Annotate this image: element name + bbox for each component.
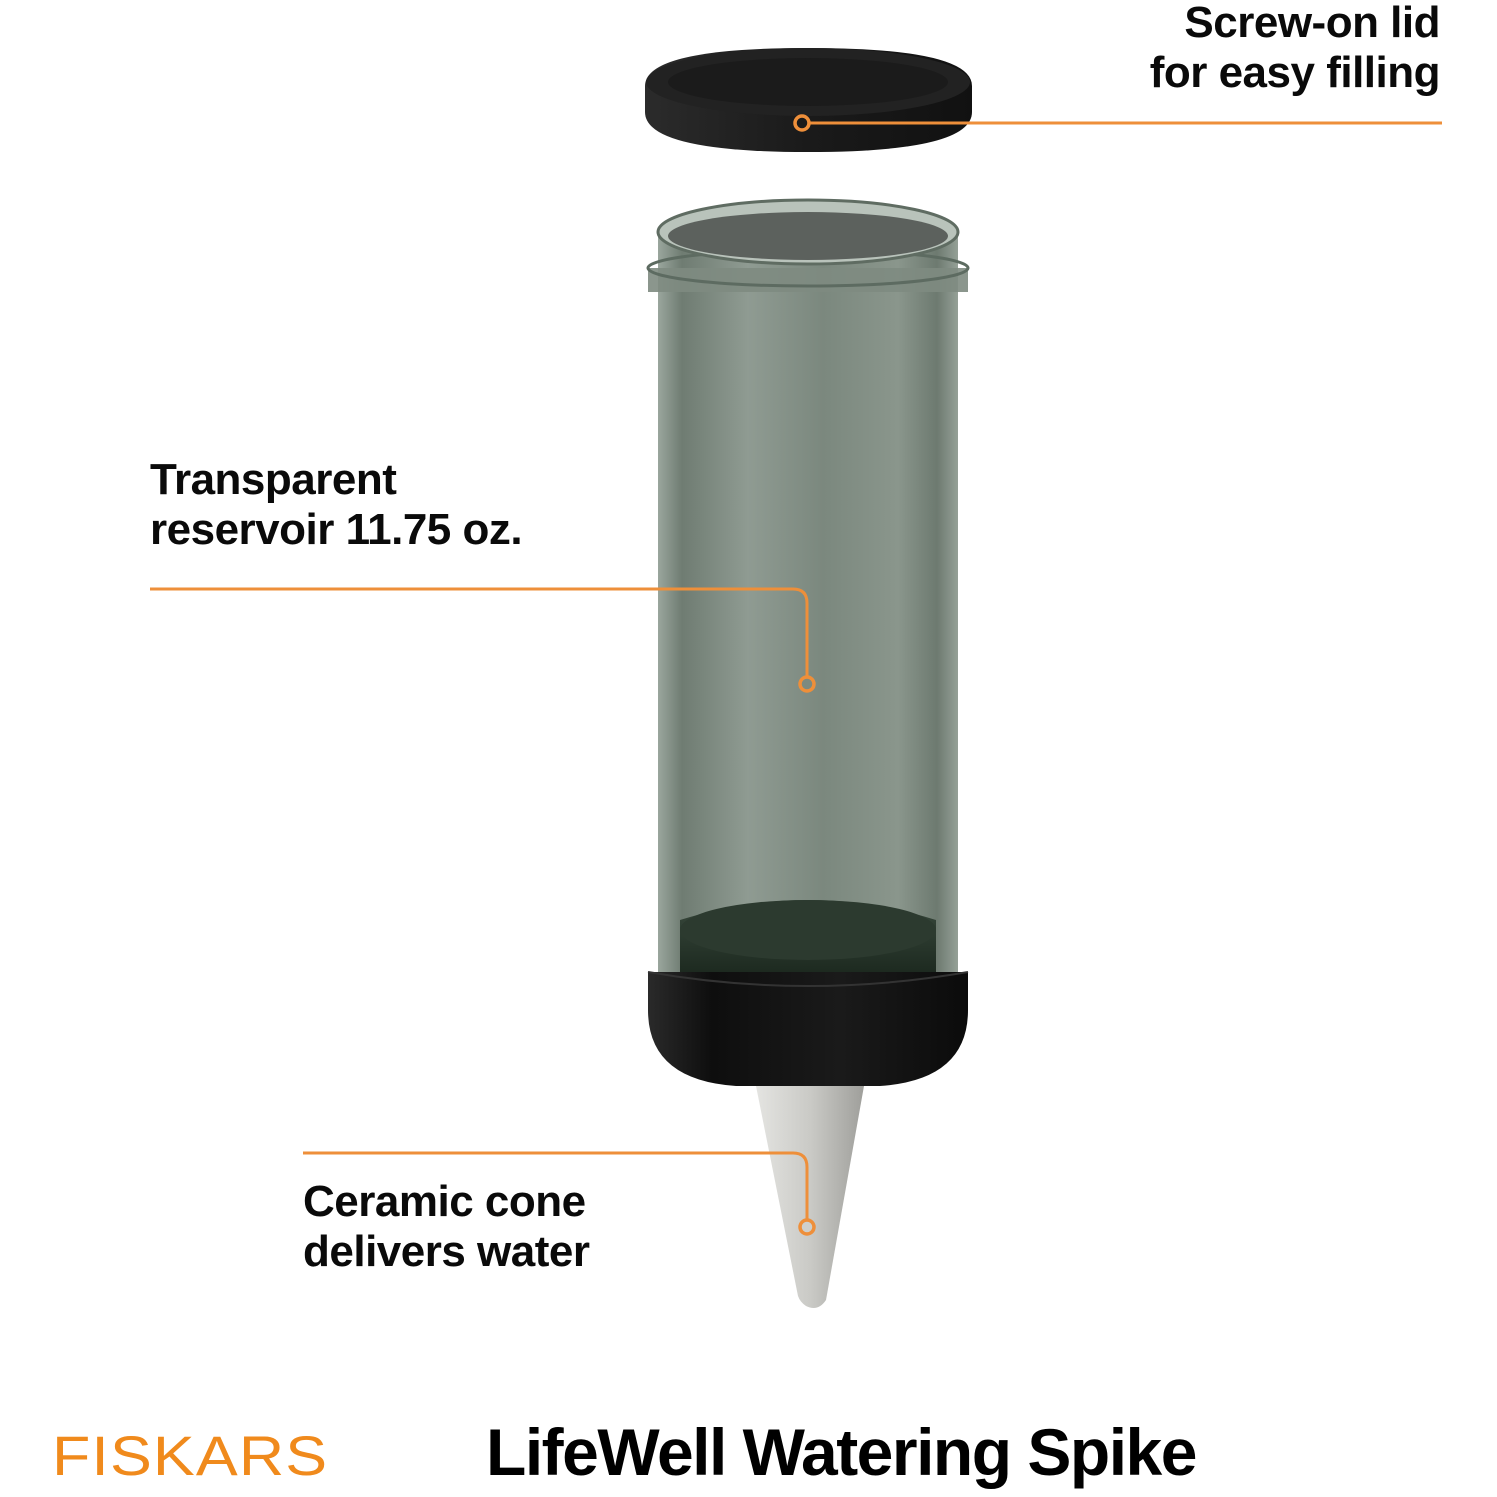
lid — [645, 48, 972, 152]
brand-logo: FISKARS — [52, 1424, 329, 1487]
footer: FISKARS LifeWell Watering Spike — [0, 1400, 1497, 1497]
lid-callout-line2: for easy filling — [1149, 48, 1441, 97]
callout-lines — [150, 121, 1442, 1219]
cone-callout-line2: delivers water — [303, 1227, 590, 1276]
cone-callout-label: Ceramic cone delivers water — [303, 1177, 590, 1277]
ceramic-cone — [756, 1086, 864, 1308]
product-title: LifeWell Watering Spike — [486, 1415, 1197, 1489]
reservoir-callout-line1: Transparent — [150, 455, 397, 504]
reservoir-callout-line2: reservoir 11.75 oz. — [150, 505, 523, 554]
reservoir-callout-line — [150, 587, 809, 676]
lid-callout-line1: Screw-on lid — [1184, 0, 1440, 47]
reservoir-callout-label: Transparent reservoir 11.75 oz. — [150, 455, 523, 555]
cone-callout-line1: Ceramic cone — [303, 1177, 586, 1226]
reservoir — [646, 198, 970, 972]
base — [647, 971, 969, 1086]
cone-callout-line — [303, 1151, 809, 1219]
lid-callout-label: Screw-on lid for easy filling — [1149, 0, 1441, 98]
callout-marker-icon — [793, 114, 816, 1236]
